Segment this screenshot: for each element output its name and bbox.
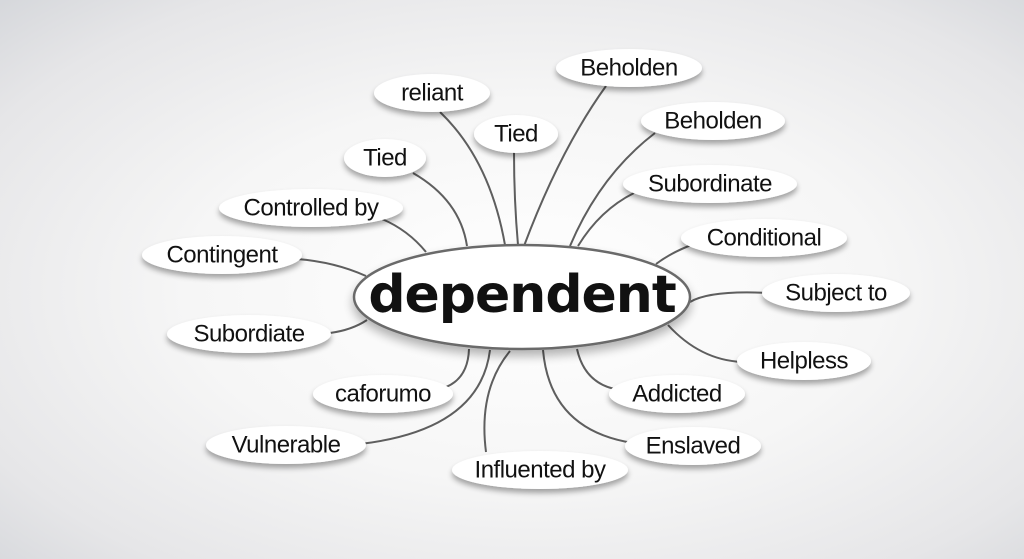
node-bubble bbox=[474, 115, 558, 153]
synonym-node[interactable]: Tied bbox=[474, 115, 558, 153]
connector-line bbox=[542, 349, 634, 444]
node-label: Contingent bbox=[166, 242, 278, 269]
node-bubble bbox=[625, 427, 761, 465]
central-concept-label: dependent bbox=[368, 265, 676, 325]
node-label: Conditional bbox=[707, 225, 822, 252]
node-bubble bbox=[681, 219, 847, 257]
node-label: Helpless bbox=[760, 348, 849, 375]
node-label: Subordiate bbox=[193, 321, 304, 348]
node-label: caforumo bbox=[335, 381, 431, 408]
synonym-node[interactable]: Helpless bbox=[737, 342, 871, 380]
connector-line bbox=[296, 258, 367, 277]
synonym-node[interactable]: caforumo bbox=[313, 375, 453, 413]
node-bubble bbox=[641, 102, 785, 140]
node-label: reliant bbox=[401, 80, 464, 107]
node-label: Vulnerable bbox=[232, 432, 341, 459]
node-bubble bbox=[344, 139, 426, 177]
connector-line bbox=[523, 85, 607, 247]
connector-line bbox=[577, 192, 635, 247]
node-bubble bbox=[737, 342, 871, 380]
node-bubble bbox=[609, 375, 745, 413]
central-ellipse bbox=[352, 243, 692, 351]
node-label: Tied bbox=[494, 121, 538, 148]
node-bubble bbox=[219, 189, 403, 227]
connector-line bbox=[569, 132, 656, 247]
node-bubble bbox=[167, 315, 331, 353]
synonym-node[interactable]: Influented by bbox=[452, 451, 628, 489]
synonym-node[interactable]: Beholden bbox=[641, 102, 785, 140]
synonym-node[interactable]: reliant bbox=[374, 74, 490, 112]
node-label: Subordinate bbox=[648, 171, 772, 198]
node-label: Tied bbox=[363, 145, 407, 172]
node-bubble bbox=[142, 236, 302, 274]
connector-line bbox=[655, 243, 695, 265]
synonym-node[interactable]: Enslaved bbox=[625, 427, 761, 465]
node-label: Addicted bbox=[632, 381, 721, 408]
node-label: Influented by bbox=[475, 457, 606, 484]
synonym-node[interactable]: Tied bbox=[344, 139, 426, 177]
connector-line bbox=[689, 291, 770, 303]
node-bubble bbox=[762, 274, 910, 312]
connector-line bbox=[359, 349, 491, 445]
connector-lines bbox=[296, 85, 770, 453]
synonym-node[interactable]: Vulnerable bbox=[206, 426, 366, 464]
synonym-node[interactable]: Subordinate bbox=[623, 165, 797, 203]
node-bubble bbox=[623, 165, 797, 203]
node-bubble bbox=[452, 451, 628, 489]
node-bubble bbox=[206, 426, 366, 464]
node-bubble bbox=[556, 49, 702, 87]
connector-line bbox=[667, 324, 743, 363]
synonym-node[interactable]: Subject to bbox=[762, 274, 910, 312]
node-bubble bbox=[313, 375, 453, 413]
node-bubble bbox=[374, 74, 490, 112]
central-concept-node[interactable]: dependent bbox=[352, 243, 692, 351]
node-label: Beholden bbox=[580, 55, 677, 82]
synonym-node[interactable]: Addicted bbox=[609, 375, 745, 413]
connector-line bbox=[439, 111, 506, 246]
node-label: Beholden bbox=[664, 108, 761, 135]
synonym-node[interactable]: Controlled by bbox=[219, 189, 403, 227]
connector-line bbox=[513, 151, 519, 246]
connector-line bbox=[576, 348, 621, 391]
synonym-node[interactable]: Conditional bbox=[681, 219, 847, 257]
connector-line bbox=[483, 350, 511, 453]
node-label: Controlled by bbox=[244, 195, 379, 222]
connector-line bbox=[412, 172, 468, 247]
connector-line bbox=[445, 348, 470, 388]
node-label: Enslaved bbox=[646, 433, 741, 460]
node-label: Subject to bbox=[785, 280, 887, 307]
synonym-node[interactable]: Contingent bbox=[142, 236, 302, 274]
connector-line bbox=[381, 218, 427, 253]
synonym-node[interactable]: Subordiate bbox=[167, 315, 331, 353]
connector-line bbox=[329, 319, 368, 334]
synonym-node[interactable]: Beholden bbox=[556, 49, 702, 87]
